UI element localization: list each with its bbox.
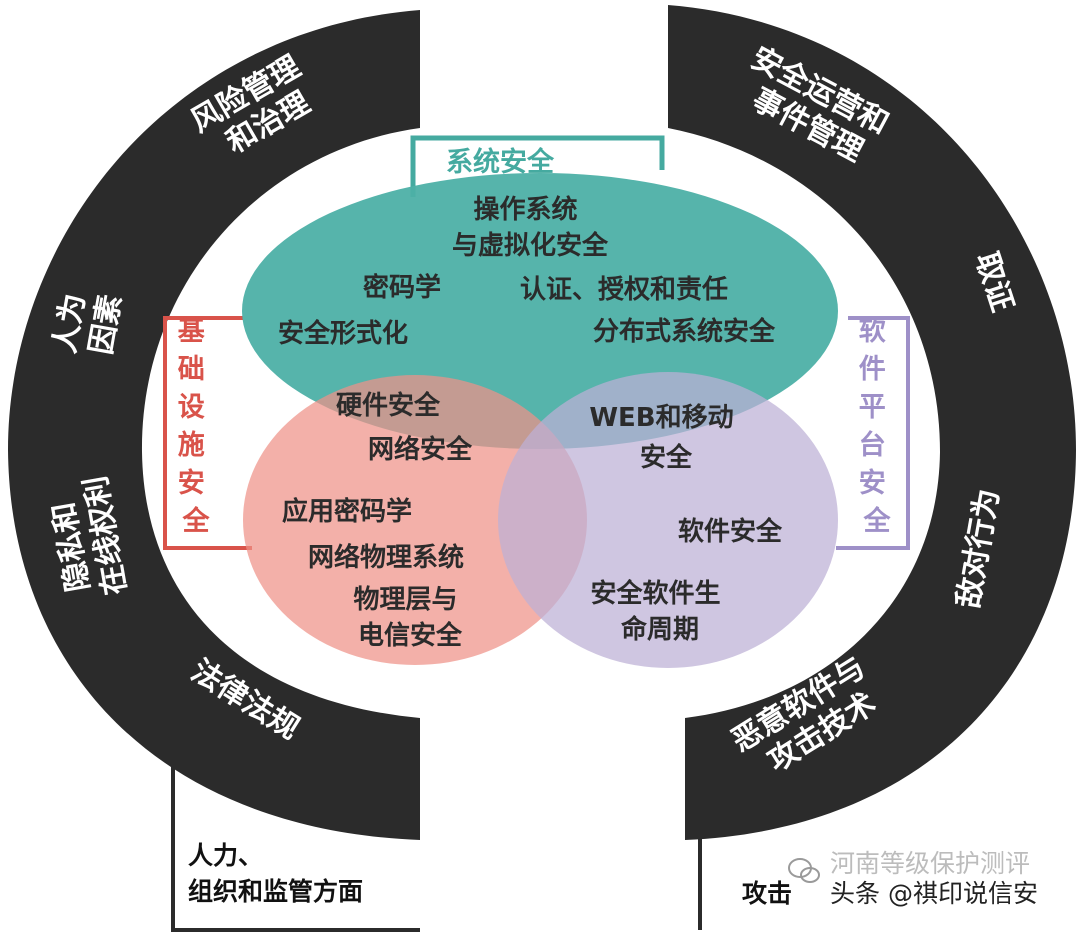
software-platform-circle bbox=[498, 372, 838, 668]
infrastructure-security-circle bbox=[243, 375, 587, 665]
topic-formal-methods: 安全形式化 bbox=[278, 318, 408, 349]
topic-web-mobile-security: WEB和移动 安全 bbox=[589, 403, 742, 473]
topic-software-security: 软件安全 bbox=[678, 516, 783, 547]
topic-os-virtualization: 操作系统 与虚拟化安全 bbox=[452, 194, 609, 261]
topic-distributed-systems: 分布式系统安全 bbox=[593, 316, 776, 347]
corner-label-human-organisational: 人力、 组织和监管方面 bbox=[188, 841, 363, 906]
system-security-bracket bbox=[410, 135, 665, 197]
topic-physical-layer-telecom: 物理层与 电信安全 bbox=[353, 585, 466, 651]
software-platform-bracket bbox=[836, 316, 910, 550]
topic-applied-cryptography: 应用密码学 bbox=[282, 496, 412, 527]
left-ring-band bbox=[8, 10, 420, 840]
tag-infrastructure-security: 基 础 设 施 安 全 bbox=[178, 316, 214, 537]
topic-authentication: 认证、授权和责任 bbox=[520, 275, 728, 305]
tag-system-security: 系统安全 bbox=[446, 146, 555, 178]
tag-software-platform-security: 软 件 平 台 安 全 bbox=[859, 316, 895, 537]
wechat-icon bbox=[788, 858, 820, 883]
topic-secure-sdlc: 安全软件生 命周期 bbox=[590, 578, 729, 645]
topic-network-security: 网络安全 bbox=[368, 434, 473, 465]
left-corner-box bbox=[171, 742, 420, 932]
watermark-faint: 河南等级保护测评 bbox=[830, 849, 1030, 878]
topic-cryptography: 密码学 bbox=[363, 272, 441, 303]
topic-cyber-physical-systems: 网络物理系统 bbox=[308, 542, 464, 573]
infrastructure-security-bracket bbox=[163, 316, 252, 550]
right-ring-band bbox=[668, 5, 1076, 840]
watermark-main: 头条 @祺印说信安 bbox=[830, 879, 1038, 908]
topic-hardware-security: 硬件安全 bbox=[336, 390, 441, 421]
corner-label-attacks: 攻击 bbox=[742, 879, 792, 908]
